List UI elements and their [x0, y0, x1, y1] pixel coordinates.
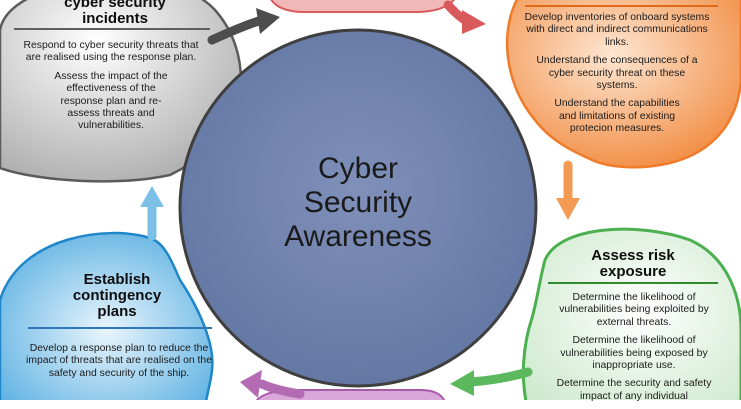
arrow-green-to-bottom: [450, 367, 533, 396]
arrow-top-to-orange: [443, 0, 486, 34]
assess-title: Assess risk exposure: [548, 248, 718, 280]
assess-paragraph-1: Determine the likelihood of vulnerabilit…: [559, 292, 709, 328]
respond-paragraph-1: Respond to cyber security threats that a…: [23, 40, 199, 64]
respond-title-line-2: incidents: [82, 10, 148, 27]
respond-title-line-1: cyber security: [64, 0, 166, 11]
assess-bubble: [521, 227, 741, 400]
assess-paragraph-2: Determine the likelihood of vulnerabilit…: [560, 335, 708, 372]
identify-paragraph-2: Understand the consequences of a cyber s…: [536, 55, 698, 92]
respond-body: Respond to cyber security threats that a…: [18, 40, 204, 139]
arrow-blue-to-gray: [140, 186, 164, 241]
awareness-cycle-diagram: [0, 0, 741, 400]
contingency-title-line-3: plans: [97, 303, 137, 320]
identify-paragraph-3: Understand the capabilities and limitati…: [554, 98, 680, 135]
center-circle: [178, 28, 538, 388]
contingency-body: Develop a response plan to reduce the im…: [24, 343, 214, 386]
identify-bubble: [505, 0, 741, 169]
center-line-1: Cyber: [317, 152, 399, 185]
assess-title-line-2: exposure: [599, 263, 667, 280]
respond-paragraph-2: Assess the impact of the effectiveness o…: [54, 70, 168, 132]
arrow-gray-to-top: [207, 8, 280, 45]
respond-title: cyber security incidents: [30, 0, 200, 27]
top-red-bubble: [270, 0, 455, 13]
arrow-orange-to-green: [556, 160, 580, 220]
center-title: Cyber Security Awareness: [258, 152, 458, 254]
contingency-paragraph-1: Develop a response plan to reduce the im…: [26, 343, 212, 379]
assess-paragraph-3: Determine the security and safety impact…: [556, 378, 712, 402]
arrow-bottom-to-blue: [240, 370, 305, 399]
contingency-title-line-2: contingency: [72, 287, 162, 304]
identify-body: Develop inventories of onboard systems w…: [522, 12, 712, 142]
assess-title-line-1: Assess risk: [591, 247, 675, 264]
assess-body: Determine the likelihood of vulnerabilit…: [540, 292, 728, 409]
center-line-2: Security: [303, 186, 413, 219]
contingency-title: Establish contingency plans: [32, 272, 202, 320]
contingency-bubble: [0, 231, 214, 400]
identify-paragraph-1: Develop inventories of onboard systems w…: [524, 12, 710, 48]
contingency-title-line-1: Establish: [83, 271, 151, 288]
center-line-3: Awareness: [284, 220, 432, 253]
